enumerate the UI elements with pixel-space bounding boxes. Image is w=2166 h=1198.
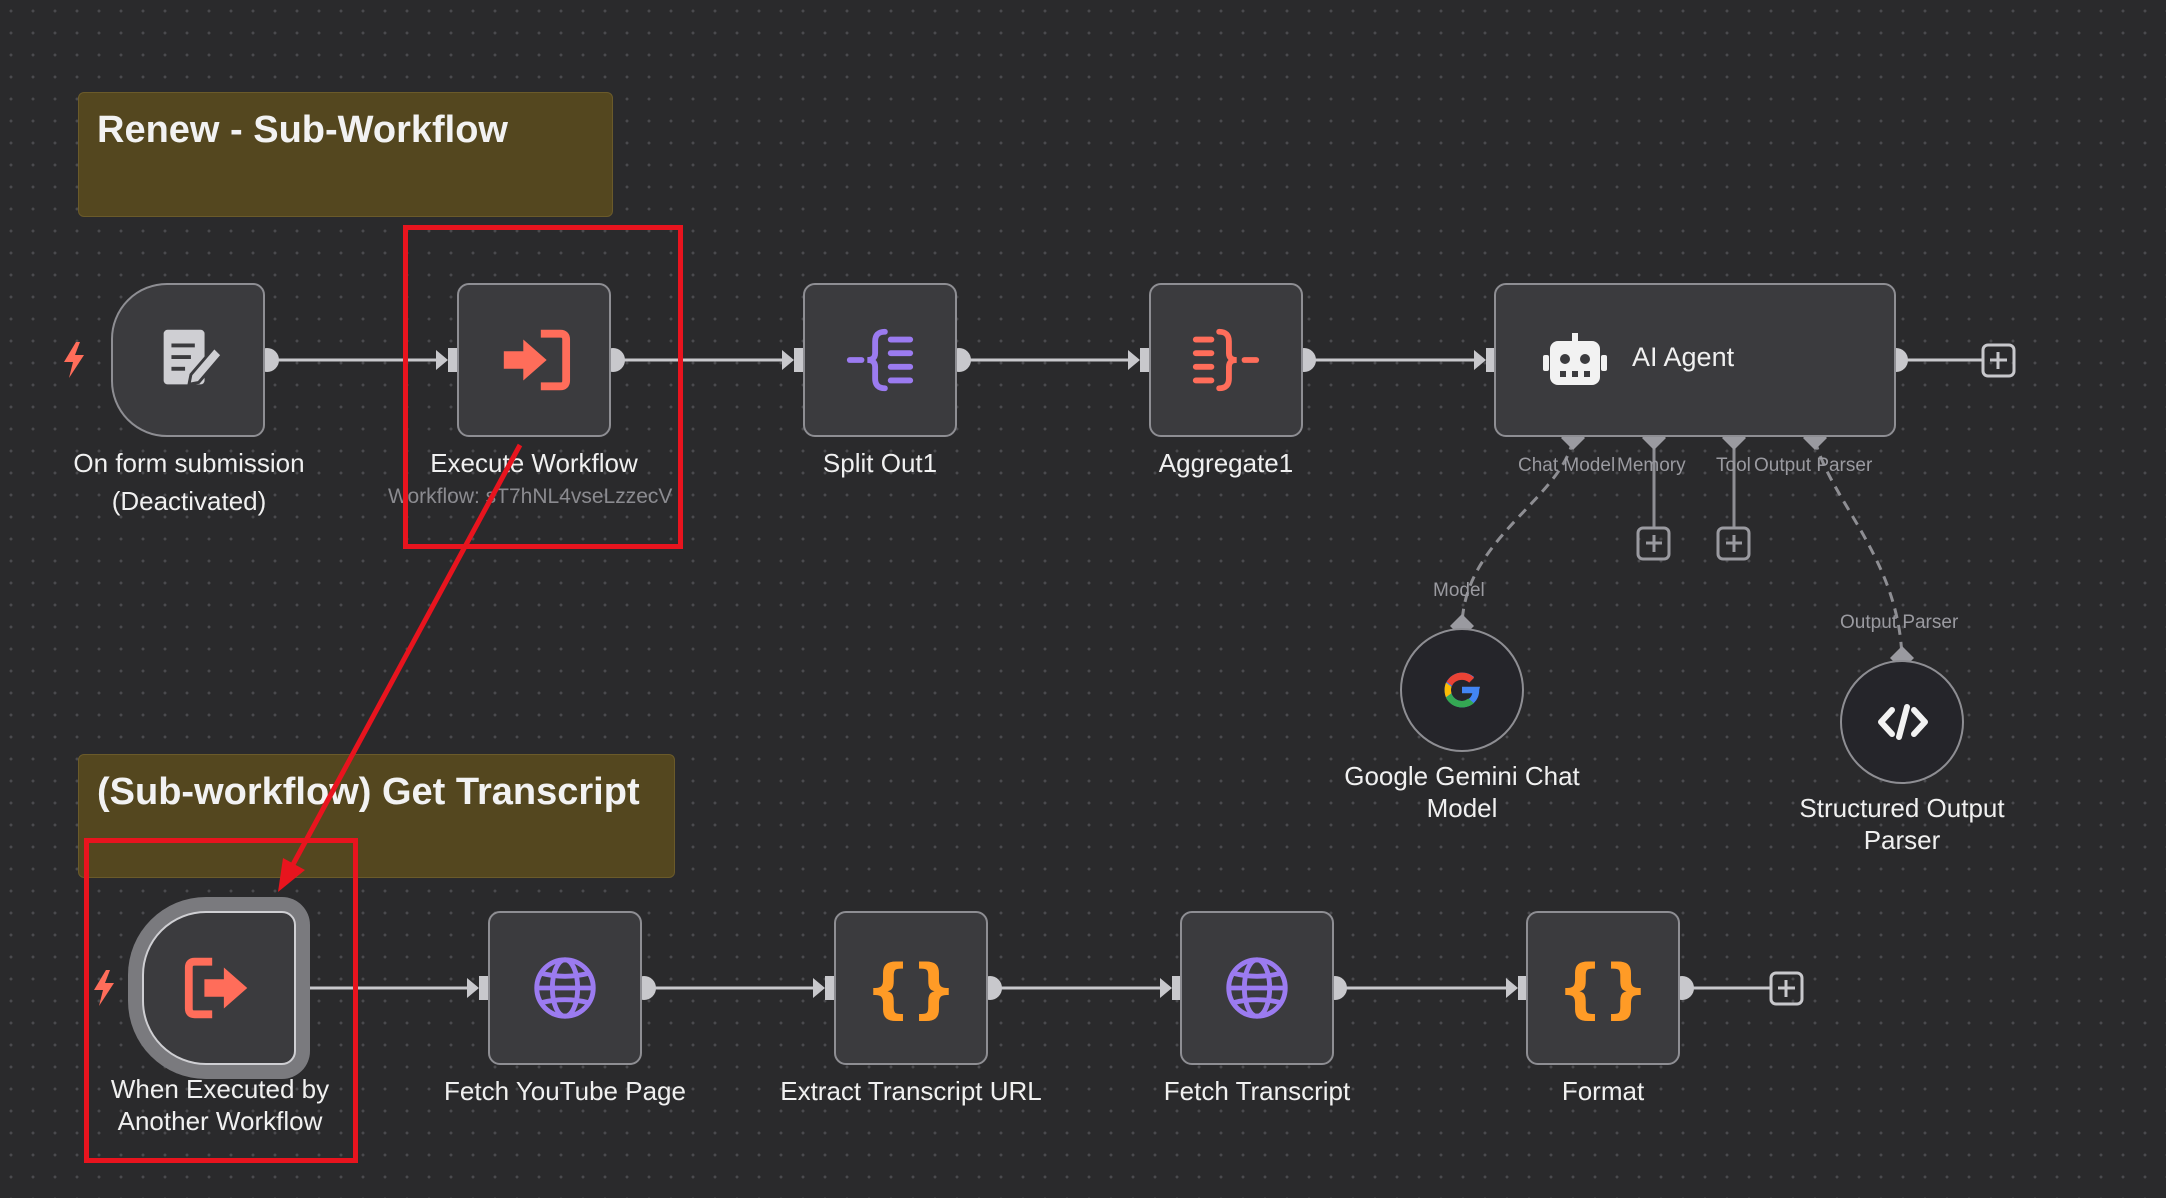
trigger-bolt-icon bbox=[94, 970, 114, 1006]
annotation-highlight-execute-workflow bbox=[403, 225, 683, 549]
node-label: Extract Transcript URL bbox=[780, 1076, 1042, 1106]
node-form-trigger[interactable] bbox=[111, 283, 265, 437]
globe-icon bbox=[1226, 957, 1288, 1019]
add-node-button[interactable] bbox=[1983, 345, 2014, 376]
add-memory-button[interactable] bbox=[1638, 528, 1669, 559]
aggregate-icon bbox=[1192, 328, 1260, 392]
port-label-chat-model: Chat Model bbox=[1518, 455, 1616, 476]
google-icon bbox=[1444, 672, 1480, 708]
node-label: On form submission (Deactivated) bbox=[73, 448, 305, 516]
node-structured-output-parser[interactable] bbox=[1840, 660, 1964, 784]
add-tool-button[interactable] bbox=[1718, 528, 1749, 559]
node-label: Fetch Transcript bbox=[1163, 1076, 1351, 1106]
node-extract-transcript-url[interactable]: {} bbox=[834, 911, 988, 1065]
node-label: Split Out1 bbox=[822, 448, 938, 478]
braces-icon: {} bbox=[865, 951, 957, 1026]
node-execute-workflow[interactable] bbox=[457, 283, 611, 437]
node-label: Google Gemini Chat Model bbox=[1344, 761, 1580, 823]
node-label: Format bbox=[1561, 1076, 1645, 1106]
add-node-button[interactable] bbox=[1771, 973, 1802, 1004]
robot-icon bbox=[1543, 333, 1607, 385]
form-icon bbox=[163, 329, 225, 387]
split-out-icon bbox=[846, 328, 914, 392]
node-label: When Executed by Another Workflow bbox=[110, 1074, 330, 1136]
port-label-memory: Memory bbox=[1617, 455, 1686, 476]
node-google-gemini[interactable] bbox=[1400, 628, 1524, 752]
braces-icon: {} bbox=[1557, 951, 1649, 1026]
node-label: Fetch YouTube Page bbox=[444, 1076, 686, 1106]
node-aggregate[interactable] bbox=[1149, 283, 1303, 437]
port-label-tool: Tool bbox=[1716, 455, 1751, 476]
node-label: Structured Output Parser bbox=[1799, 793, 2005, 855]
node-format[interactable]: {} bbox=[1526, 911, 1680, 1065]
port-label-output-parser: Output Parser bbox=[1754, 455, 1873, 476]
execute-workflow-icon bbox=[503, 329, 571, 391]
node-label: Aggregate1 bbox=[1158, 448, 1294, 478]
svg-text:{}: {} bbox=[865, 951, 957, 1026]
annotation-highlight-execute-trigger bbox=[84, 838, 358, 1163]
node-ai-agent[interactable]: AI Agent bbox=[1494, 283, 1896, 437]
sign-out-icon bbox=[184, 957, 248, 1019]
node-fetch-transcript[interactable] bbox=[1180, 911, 1334, 1065]
code-icon bbox=[1878, 704, 1928, 740]
node-title: AI Agent bbox=[1632, 342, 1735, 372]
sticky-note-renew[interactable]: Renew - Sub-Workflow bbox=[78, 92, 613, 217]
node-execute-trigger[interactable] bbox=[142, 911, 296, 1065]
svg-text:{}: {} bbox=[1557, 951, 1649, 1026]
trigger-bolt-icon bbox=[64, 342, 84, 378]
node-split-out[interactable] bbox=[803, 283, 957, 437]
node-fetch-youtube-page[interactable] bbox=[488, 911, 642, 1065]
port-label-output-parser: Output Parser bbox=[1840, 612, 1959, 633]
port-label-model: Model bbox=[1433, 580, 1485, 601]
globe-icon bbox=[534, 957, 596, 1019]
sticky-title: Renew - Sub-Workflow bbox=[97, 109, 508, 151]
